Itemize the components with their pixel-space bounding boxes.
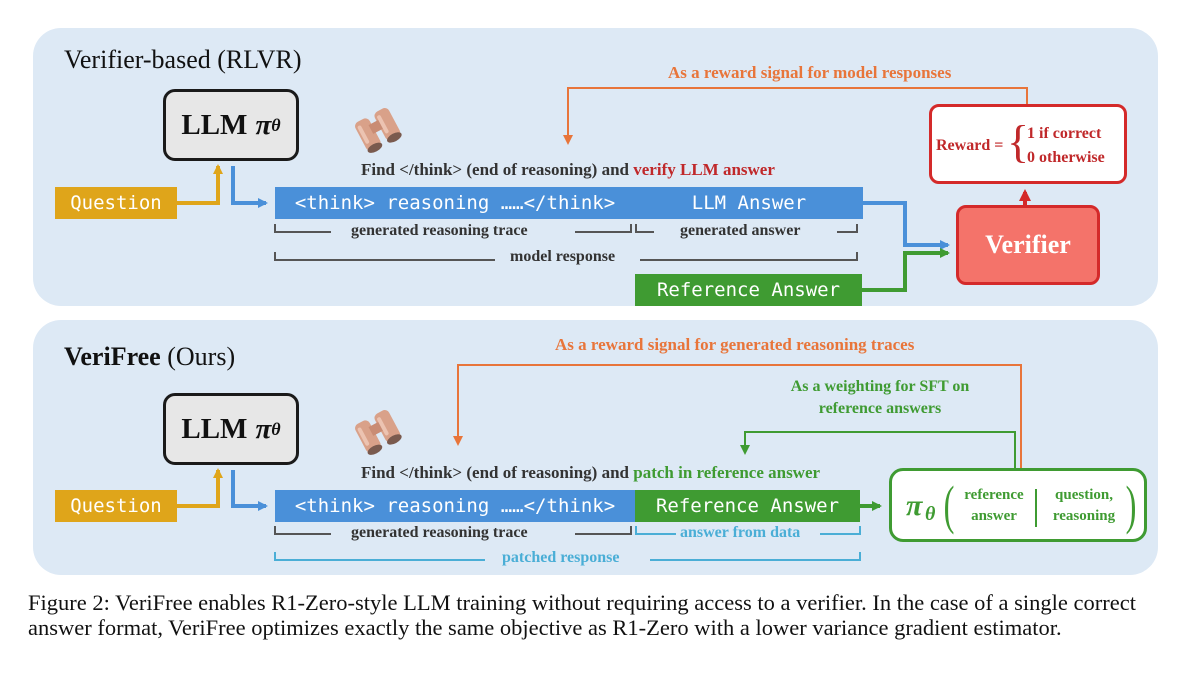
- verify-highlight: verify LLM answer: [633, 160, 775, 179]
- reward-brace: {: [1007, 116, 1030, 167]
- reward-box: Reward = { 1 if correct 0 otherwise: [929, 104, 1127, 184]
- find-instruction-2: Find </think> (end of reasoning) and pat…: [361, 463, 820, 483]
- formula-conditional-bar: [1035, 489, 1037, 527]
- theta-symbol-2: θ: [271, 418, 281, 439]
- reward-case-otherwise: 0 otherwise: [1027, 149, 1105, 166]
- reference-answer-segment: Reference Answer: [635, 490, 860, 522]
- question-box: Question: [55, 187, 177, 219]
- reasoning-segment: <think> reasoning ……</think>: [275, 187, 635, 219]
- find-instruction: Find </think> (end of reasoning) and ver…: [361, 160, 775, 180]
- patch-highlight: patch in reference answer: [633, 463, 821, 482]
- formula-condition-line2: reasoning: [1052, 508, 1116, 524]
- brace-trace-label-2: generated reasoning trace: [351, 524, 528, 541]
- find-text-2: Find </think> (end of reasoning) and: [361, 463, 634, 482]
- verifree-title-bold: VeriFree: [64, 342, 161, 371]
- theta-symbol: θ: [271, 114, 281, 135]
- brace-patched-label: patched response: [502, 549, 620, 566]
- formula-target-line1: reference: [964, 487, 1024, 503]
- question-box-2: Question: [55, 490, 177, 522]
- reward-case-correct: 1 if correct: [1027, 125, 1102, 142]
- verifree-connectors: [177, 364, 1022, 561]
- pi-symbol-2: π: [255, 412, 272, 445]
- brace-trace-label: generated reasoning trace: [351, 222, 528, 239]
- formula-condition: question, reasoning: [1044, 485, 1124, 527]
- reward-lhs: Reward =: [936, 137, 1004, 154]
- formula-target: reference answer: [960, 485, 1028, 527]
- rlvr-title: Verifier-based (RLVR): [64, 45, 302, 74]
- find-text: Find </think> (end of reasoning) and: [361, 160, 634, 179]
- pi-symbol: π: [255, 108, 272, 141]
- reward-signal-label: As a reward signal for model responses: [668, 63, 952, 82]
- formula-pi: π: [906, 489, 923, 522]
- brace-response-label: model response: [510, 248, 616, 265]
- weighting-line2: reference answers: [818, 400, 942, 417]
- formula-target-line2: answer: [971, 508, 1017, 524]
- verifree-title: VeriFree (Ours): [64, 342, 235, 372]
- formula-theta: θ: [925, 503, 936, 525]
- verifree-title-rest: (Ours): [160, 342, 236, 371]
- formula-paren-close: ): [1125, 475, 1137, 535]
- brace-answer-label: generated answer: [680, 222, 801, 239]
- binoculars-icon: [352, 405, 404, 455]
- reasoning-segment-2: <think> reasoning ……</think>: [275, 490, 635, 522]
- reference-answer-box: Reference Answer: [635, 274, 862, 306]
- formula-paren-open: (: [943, 475, 955, 535]
- weighting-line1: As a weighting for SFT on: [790, 378, 970, 395]
- formula-condition-line1: question,: [1055, 487, 1113, 503]
- llm-label-2: LLM: [181, 412, 248, 445]
- verifier-box: Verifier: [956, 205, 1100, 285]
- binoculars-icon: [352, 103, 404, 153]
- rlvr-connectors: [177, 87, 1031, 292]
- reward-signal-label-2: As a reward signal for generated reasoni…: [555, 335, 915, 354]
- weighting-label: As a weighting for SFT on reference answ…: [760, 376, 1000, 420]
- figure-caption: Figure 2: VeriFree enables R1-Zero-style…: [28, 590, 1136, 640]
- likelihood-formula-box: π θ ( reference answer question, reasoni…: [889, 468, 1147, 542]
- llm-answer-segment: LLM Answer: [635, 187, 863, 219]
- llm-label: LLM: [181, 108, 248, 141]
- brace-data-label: answer from data: [680, 524, 801, 541]
